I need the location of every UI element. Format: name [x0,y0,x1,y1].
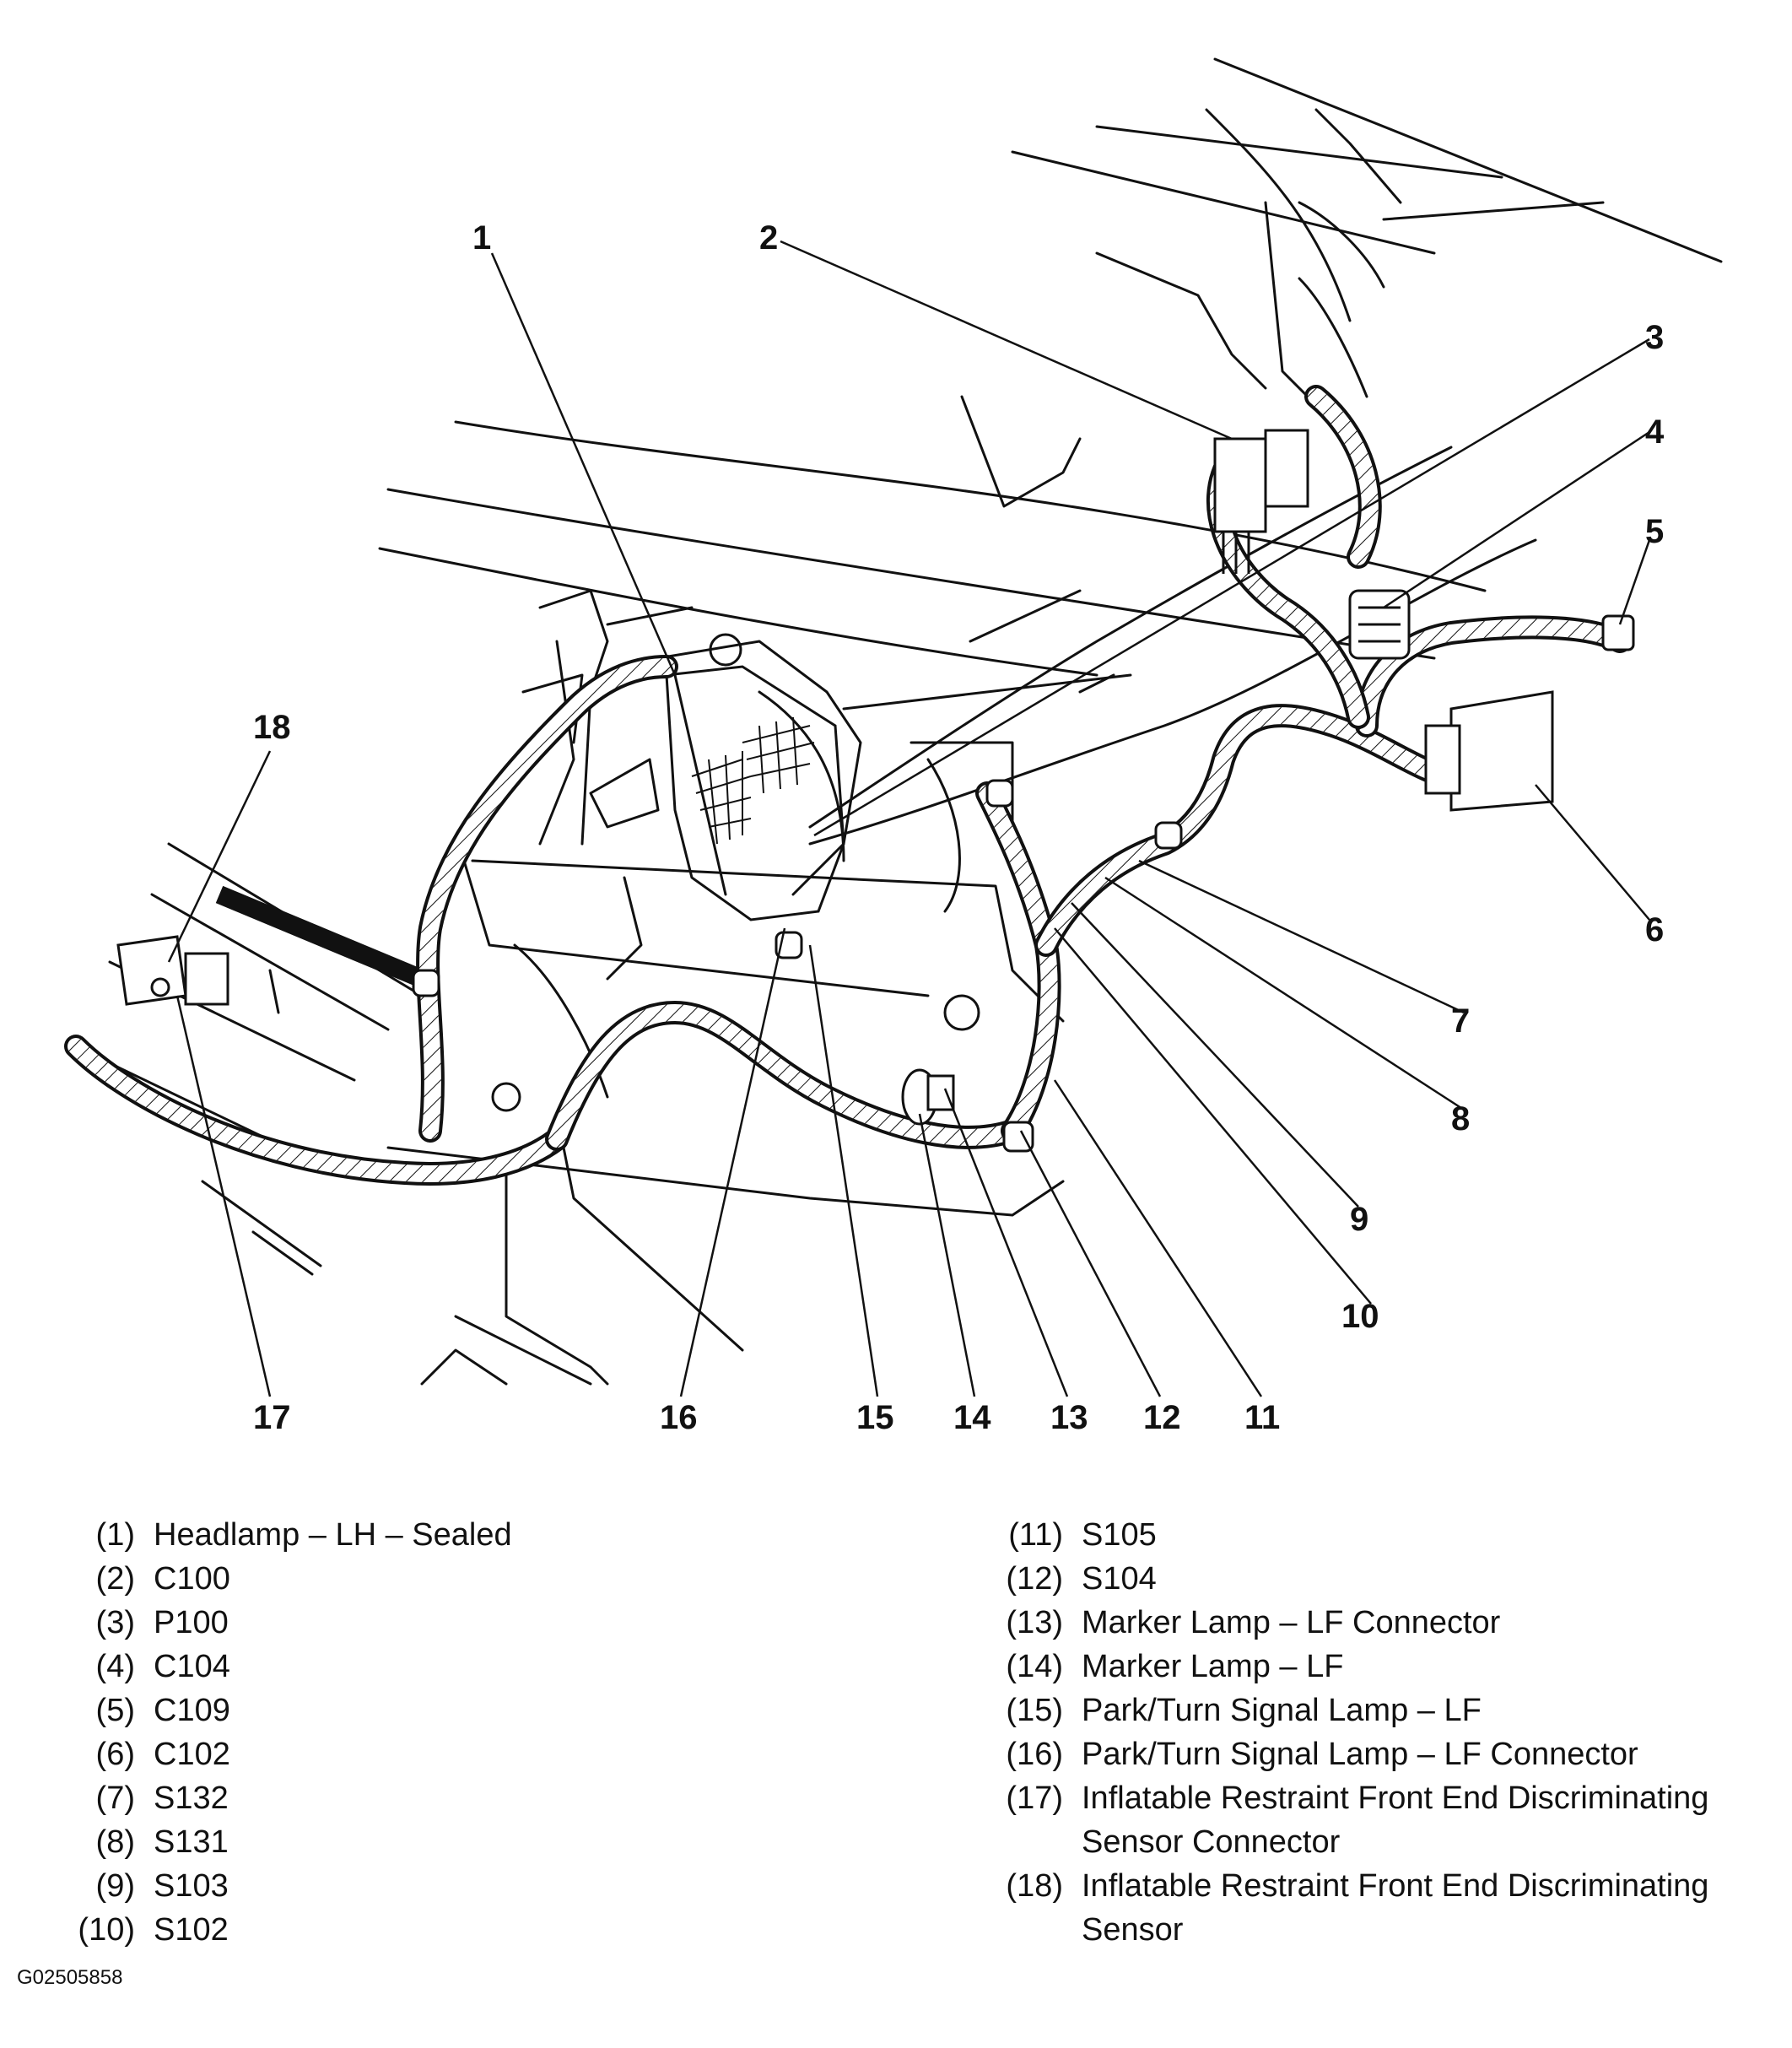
legend-text: Park/Turn Signal Lamp – LF [1082,1693,1482,1728]
callout-12: 12 [1143,1399,1181,1436]
legend-number: (4) [95,1649,135,1684]
legend-item: (2) C100 [51,1557,810,1601]
legend-left: (1) Headlamp – LH – Sealed (2) C100 (3) P10… [51,1513,810,1952]
legend-text: Headlamp – LH – Sealed [154,1517,512,1553]
legend-number: (18) [1006,1868,1063,1904]
callout-9: 9 [1350,1201,1369,1238]
legend-number: (3) [95,1605,135,1640]
legend-text: S131 [154,1824,229,1860]
callout-4: 4 [1645,413,1665,451]
callout-8: 8 [1451,1100,1471,1137]
callout-1: 1 [472,219,492,257]
legend-item: (1) Headlamp – LH – Sealed [51,1513,810,1557]
legend-text: S105 [1082,1517,1157,1553]
legend-item: (10) S102 [51,1908,810,1952]
callout-10: 10 [1341,1298,1379,1335]
legend-item: (18) Inflatable Restraint Front End Discr… [979,1864,1789,1952]
legend-number: (12) [1006,1561,1063,1597]
legend-text: S104 [1082,1561,1157,1597]
legend-number: (16) [1006,1737,1063,1772]
legend-text: Inflatable Restraint Front End Discrimin… [1082,1781,1709,1860]
marker-lamp [901,1068,955,1126]
legend-number: (9) [95,1868,135,1904]
legend-item: (13) Marker Lamp – LF Connector [979,1601,1789,1645]
legend-number: (5) [95,1693,135,1728]
legend-text: C104 [154,1649,230,1684]
legend-number: (6) [95,1737,135,1772]
callout-18: 18 [253,709,291,746]
legend-item: (9) S103 [51,1864,810,1908]
legend-text: Marker Lamp – LF Connector [1082,1605,1501,1640]
legend-number: (14) [1006,1649,1063,1684]
figure-id: G02505858 [17,1966,123,1989]
connector-c100 [1213,429,1309,574]
legend-item: (14) Marker Lamp – LF [979,1645,1789,1689]
connector-c109 [1601,614,1635,651]
callout-3: 3 [1645,319,1665,356]
legend-item: (4) C104 [51,1645,810,1689]
legend-item: (11) S105 [979,1513,1789,1557]
callout-15: 15 [856,1399,894,1436]
legend-number: (7) [95,1781,135,1816]
legend-text: S102 [154,1912,229,1948]
legend-number: (10) [78,1912,135,1948]
callout-11: 11 [1244,1399,1281,1436]
legend-text: Inflatable Restraint Front End Discrimin… [1082,1868,1709,1948]
legend-text: C102 [154,1737,230,1772]
legend-number: (15) [1006,1693,1063,1728]
leader-lines [167,240,1651,1397]
callout-6: 6 [1645,911,1665,948]
callout-14: 14 [953,1399,991,1436]
legend-text: S132 [154,1781,229,1816]
legend-number: (17) [1006,1781,1063,1816]
legend-text: C100 [154,1561,230,1597]
legend-number: (1) [95,1517,135,1553]
legend-item: (12) S104 [979,1557,1789,1601]
legend-number: (11) [1008,1517,1063,1553]
callout-5: 5 [1645,513,1665,550]
connector-c102 [1424,690,1554,812]
legend-number: (8) [95,1824,135,1860]
legend-number: (13) [1006,1605,1063,1640]
legend-item: (15) Park/Turn Signal Lamp – LF [979,1689,1789,1732]
wiring-harness-diagram [64,57,1723,1397]
legend-item: (6) C102 [51,1732,810,1776]
legend-text: P100 [154,1605,229,1640]
left-rail [215,885,426,988]
legend-item: (16) Park/Turn Signal Lamp – LF Connector [979,1732,1789,1776]
callout-7: 7 [1451,1002,1471,1040]
legend-text: Park/Turn Signal Lamp – LF Connector [1082,1737,1638,1772]
legend-right: (11) S105 (12) S104 (13) Marker Lamp – LF C… [979,1513,1789,1952]
legend-text: Marker Lamp – LF [1082,1649,1344,1684]
headlamp-lens [665,665,845,921]
callout-13: 13 [1050,1399,1088,1436]
discriminating-sensor [116,935,229,1006]
callout-2: 2 [759,219,779,257]
legend-item: (17) Inflatable Restraint Front End Discr… [979,1776,1789,1864]
legend-item: (7) S132 [51,1776,810,1820]
legend-number: (2) [95,1561,135,1597]
legend-text: S103 [154,1868,229,1904]
callout-16: 16 [660,1399,698,1436]
legend-item: (5) C109 [51,1689,810,1732]
splice-sleeves [412,779,1183,1153]
legend-item: (3) P100 [51,1601,810,1645]
connector-c104 [1348,589,1411,660]
callout-17: 17 [253,1399,291,1436]
legend-text: C109 [154,1693,230,1728]
legend-item: (8) S131 [51,1820,810,1864]
